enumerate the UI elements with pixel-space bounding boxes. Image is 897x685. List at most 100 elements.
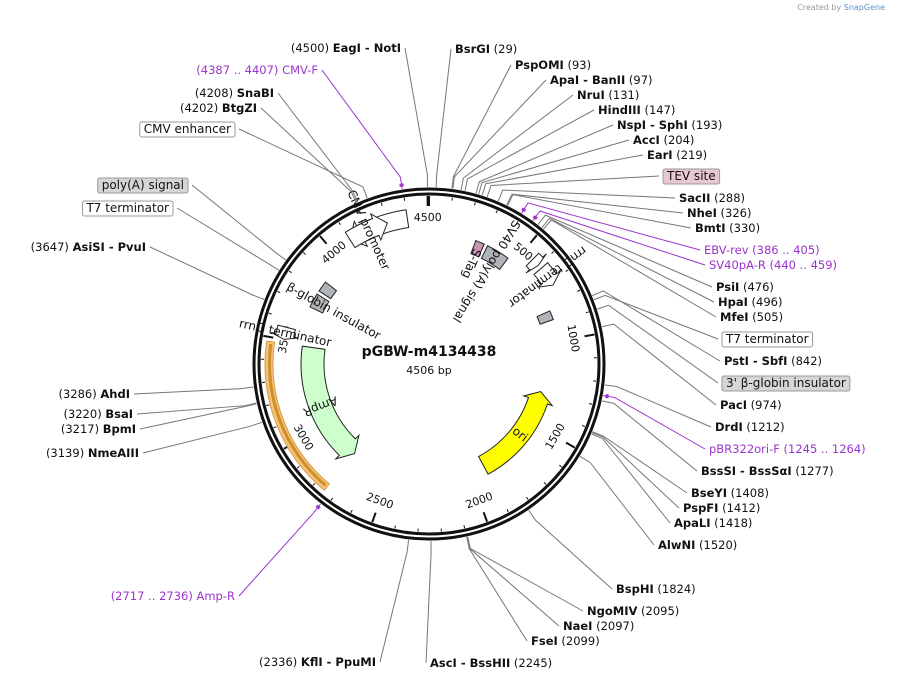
tick-mark <box>559 464 562 468</box>
leader-line <box>142 421 263 454</box>
leader-line <box>133 386 254 395</box>
feature-rrng-terminator-2 <box>270 324 299 340</box>
label-psti-sbfi: PstI - SbfI (842) <box>724 354 822 368</box>
leader-line <box>191 184 287 261</box>
tick-mark <box>394 525 396 529</box>
leader-line <box>543 219 717 318</box>
tick-mark <box>495 210 498 214</box>
leader-line <box>238 128 368 199</box>
label-eagi-noti: (4500) EagI - NotI <box>291 41 401 55</box>
leader-line <box>497 189 676 202</box>
feature-tag-poly-a-signal: poly(A) signal <box>102 178 184 192</box>
label-kfli-ppumi: (2336) KflI - PpuMI <box>259 655 376 669</box>
feature-t7-terminator-box <box>536 310 554 325</box>
label-ngomiv: NgoMIV (2095) <box>587 604 679 618</box>
tick-mark <box>319 235 328 245</box>
primer-mark <box>315 504 321 510</box>
primer-mark <box>399 183 404 187</box>
label-bpmi: (3217) BpmI <box>61 422 136 436</box>
leader-line <box>506 193 684 214</box>
tick-label: 2000 <box>464 490 495 512</box>
leader-line <box>532 210 706 266</box>
feature-cmv-promoter <box>344 212 388 249</box>
feature-ampr <box>300 345 360 460</box>
leader-line <box>460 94 574 191</box>
label-naei: NaeI (2097) <box>563 619 634 633</box>
tick-mark <box>526 496 529 500</box>
primer-mark <box>605 394 609 399</box>
label-bseyi: BseYI (1408) <box>691 486 769 500</box>
leader-line <box>435 48 452 188</box>
tick-mark <box>473 202 476 206</box>
leader-line <box>537 214 713 288</box>
tick-mark <box>565 269 569 272</box>
leader-line <box>466 536 560 627</box>
leader-line <box>591 433 671 524</box>
feature-tag-box <box>721 375 851 392</box>
tick-mark <box>273 426 277 429</box>
tick-mark <box>565 441 576 449</box>
tick-mark <box>268 312 272 315</box>
label-acci: AccI (204) <box>633 133 694 147</box>
feature-rrng-terminator <box>533 262 561 288</box>
leader-line <box>451 64 512 189</box>
leader-line <box>176 207 280 271</box>
leader-line <box>604 384 712 428</box>
label-bsrgi: BsrGI (29) <box>455 42 517 56</box>
label-bsssi-bsss-i: BssSI - BssSαI (1277) <box>701 464 834 478</box>
feature-tag-box <box>97 177 189 194</box>
leader-line <box>321 69 403 190</box>
tick-mark <box>312 482 316 486</box>
credit: Created by SnapGene <box>797 3 885 12</box>
leader-line <box>379 539 410 663</box>
leader-line <box>149 246 265 300</box>
leader-line <box>277 92 359 203</box>
tick-mark <box>371 512 377 523</box>
label-pspfi: PspFI (1412) <box>683 501 760 515</box>
leader-line <box>478 139 630 195</box>
feature-s-tag <box>470 239 485 258</box>
leader-line <box>486 175 660 197</box>
label-hindiii: HindIII (147) <box>598 103 675 117</box>
label-pspomi: PspOMI (93) <box>515 58 591 72</box>
label-alwni: AlwNI (1520) <box>658 538 737 552</box>
tick-mark <box>330 497 334 501</box>
label-nspi-sphi: NspI - SphI (193) <box>617 118 722 132</box>
leader-line <box>481 154 644 196</box>
tick-mark <box>277 290 281 294</box>
tick-mark <box>303 252 306 255</box>
leader-line <box>601 323 717 406</box>
tick-mark <box>576 289 581 292</box>
feature-globin-insulator <box>309 293 330 314</box>
label-sacii: SacII (288) <box>679 191 745 205</box>
label-bmti: BmtI (330) <box>695 221 760 235</box>
leader-line <box>464 109 595 191</box>
label-bsphi: BspHI (1824) <box>616 582 696 596</box>
tick-mark <box>506 509 509 513</box>
feature-tag-box <box>81 200 174 217</box>
tick-mark <box>359 210 362 215</box>
tick-mark <box>551 251 555 254</box>
leader-line <box>593 294 719 340</box>
tick-mark <box>380 202 383 206</box>
label-mfei: MfeI (505) <box>720 310 783 324</box>
leader-line <box>260 107 357 203</box>
tick-label: 1500 <box>543 421 568 452</box>
label-pbr322ori-f: pBR322ori-F (1245 .. 1264) <box>709 442 866 456</box>
tick-mark <box>463 525 466 529</box>
tick-mark <box>529 234 538 244</box>
tick-mark <box>288 270 292 274</box>
plasmid-name: pGBW-m4134438 <box>362 344 497 360</box>
leader-line <box>579 455 655 546</box>
leader-line <box>136 402 257 415</box>
label-nrui: NruI (131) <box>577 88 639 102</box>
leader-line <box>139 403 257 430</box>
credit-brand: SnapGene <box>843 3 885 12</box>
leader-line <box>528 509 613 590</box>
feature-poly-a-small <box>318 281 338 300</box>
leader-line <box>592 431 688 494</box>
label-snabi: (4208) SnaBI <box>195 86 274 100</box>
label-ebv-rev: EBV-rev (386 .. 405) <box>704 243 820 257</box>
feature-tag-box <box>721 331 814 348</box>
feature-sv40-poly-a-signal <box>480 245 509 271</box>
